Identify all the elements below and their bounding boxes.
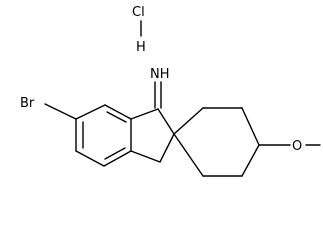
- c-br-bond: [44, 103, 77, 120]
- chlorine-atom-label: Cl: [132, 5, 145, 20]
- aromatic-double-bond: [106, 111, 127, 123]
- ring-bond: [241, 144, 260, 177]
- bromo-substituent: Br: [20, 96, 77, 120]
- bromine-atom-label: Br: [20, 96, 35, 111]
- hydrogen-atom-label: H: [136, 40, 146, 55]
- imine-atom-label: NH: [150, 67, 170, 82]
- aromatic-double-bond: [104, 147, 126, 160]
- imine-group: NH: [150, 67, 170, 109]
- hydrochloride-salt: Cl H: [132, 5, 146, 55]
- ring-bond: [130, 150, 161, 163]
- ring-bond: [241, 107, 260, 146]
- ring-bond: [173, 107, 204, 135]
- ring-bond: [130, 108, 159, 120]
- molecule-structure: Cl H Br NH: [20, 5, 321, 177]
- ring-bond: [75, 150, 105, 167]
- ring-bond: [75, 104, 106, 120]
- ring-bond: [104, 104, 132, 120]
- ring-bond: [103, 150, 132, 167]
- cyclopentane-ring: [130, 108, 175, 163]
- oxygen-atom-label: O: [292, 139, 302, 154]
- cyclohexane-ring: [173, 107, 260, 177]
- ring-bond: [173, 133, 204, 177]
- methoxy-group: O: [258, 139, 321, 154]
- ring-bond: [157, 108, 175, 135]
- benzene-ring: [75, 104, 132, 167]
- ring-bond: [159, 133, 175, 163]
